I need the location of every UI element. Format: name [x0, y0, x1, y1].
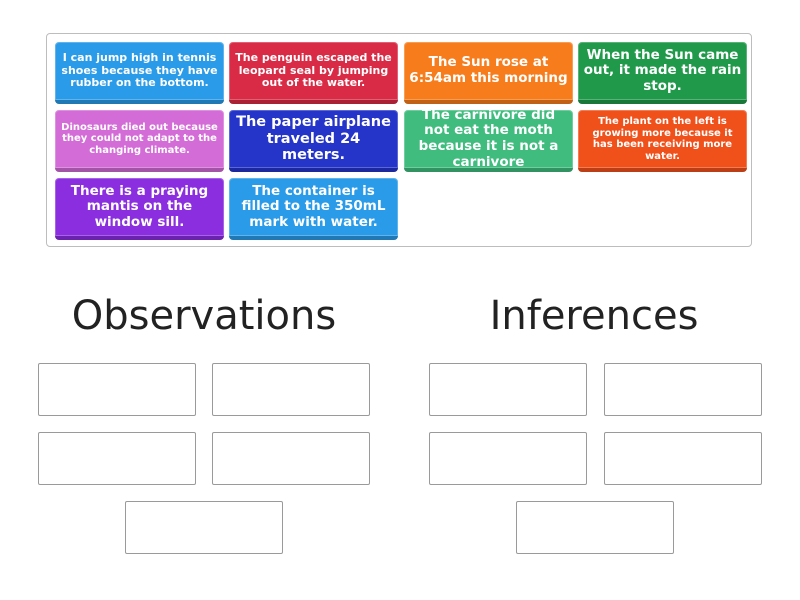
inferences-drop-slot[interactable]	[516, 501, 674, 554]
observations-drop-slot[interactable]	[38, 432, 196, 485]
card-text: I can jump high in tennis shoes because …	[61, 51, 218, 90]
card-text: The carnivore did not eat the moth becau…	[418, 110, 559, 170]
card-plant[interactable]: The plant on the left is growing more be…	[578, 110, 747, 172]
group-title-inferences: Inferences	[489, 293, 699, 339]
observations-drop-slot[interactable]	[212, 432, 370, 485]
card-text: When the Sun came out, it made the rain …	[583, 46, 742, 94]
card-penguin[interactable]: The penguin escaped the leopard seal by …	[229, 42, 398, 104]
card-carnivore[interactable]: The carnivore did not eat the moth becau…	[404, 110, 573, 172]
card-text: The penguin escaped the leopard seal by …	[235, 51, 392, 90]
card-paper-airplane[interactable]: The paper airplane traveled 24 meters.	[229, 110, 398, 172]
card-text: There is a praying mantis on the window …	[70, 182, 209, 230]
observations-drop-slot[interactable]	[38, 363, 196, 416]
inferences-drop-slot[interactable]	[604, 363, 762, 416]
card-tray: I can jump high in tennis shoes because …	[46, 33, 752, 247]
observations-drop-slot[interactable]	[212, 363, 370, 416]
card-text: Dinosaurs died out because they could no…	[61, 121, 218, 156]
card-text: The paper airplane traveled 24 meters.	[236, 113, 391, 164]
card-text: The container is filled to the 350mL mar…	[241, 182, 386, 230]
card-text: The Sun rose at 6:54am this morning	[409, 54, 568, 86]
card-praying-mantis[interactable]: There is a praying mantis on the window …	[55, 178, 224, 240]
inferences-drop-slot[interactable]	[429, 432, 587, 485]
observations-drop-slot[interactable]	[125, 501, 283, 554]
inferences-drop-slot[interactable]	[604, 432, 762, 485]
card-container[interactable]: The container is filled to the 350mL mar…	[229, 178, 398, 240]
inferences-drop-slot[interactable]	[429, 363, 587, 416]
card-sun-rain[interactable]: When the Sun came out, it made the rain …	[578, 42, 747, 104]
group-title-observations: Observations	[71, 293, 337, 339]
card-dinosaurs[interactable]: Dinosaurs died out because they could no…	[55, 110, 224, 172]
card-text: The plant on the left is growing more be…	[592, 116, 733, 162]
card-sun-rose[interactable]: The Sun rose at 6:54am this morning	[404, 42, 573, 104]
card-tennis-shoes[interactable]: I can jump high in tennis shoes because …	[55, 42, 224, 104]
